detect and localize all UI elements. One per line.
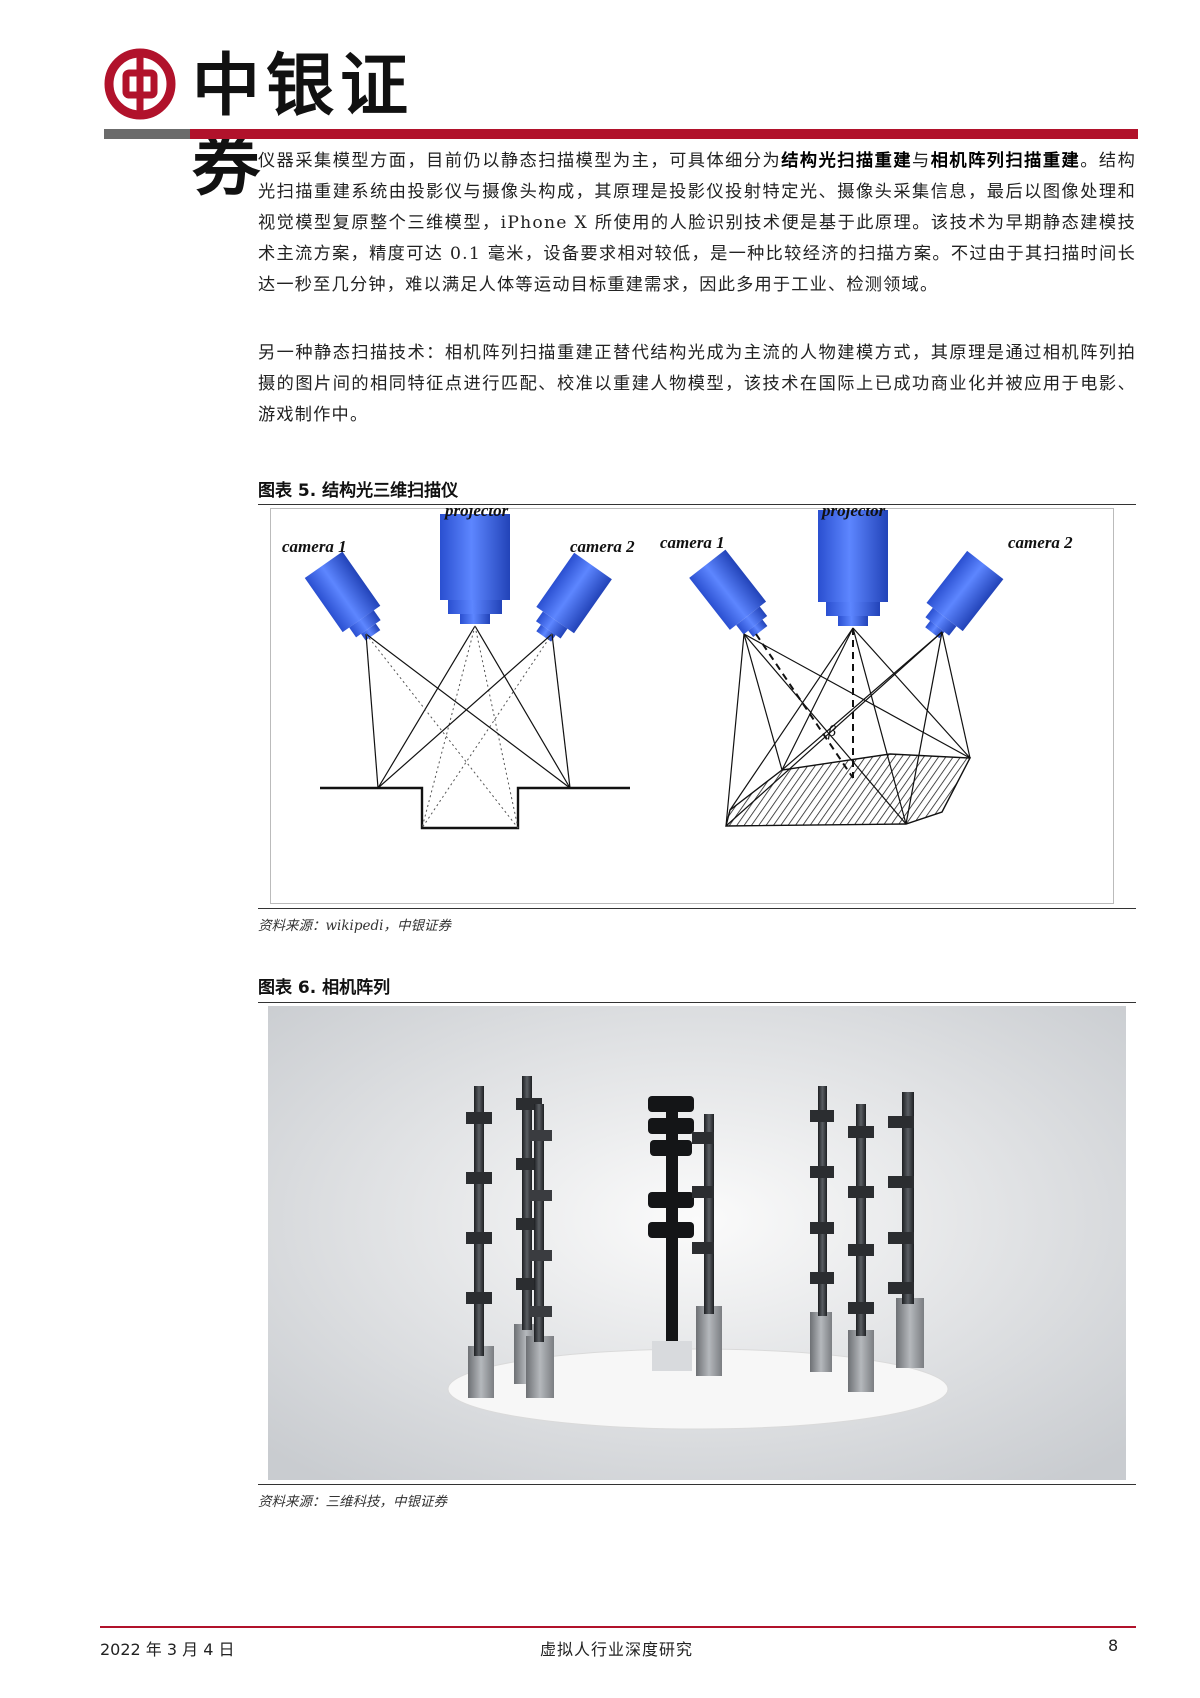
brand-name: 中银证券	[192, 46, 415, 206]
label-camera2-left: camera 2	[570, 537, 635, 556]
footer-doc-title: 虚拟人行业深度研究	[540, 1640, 694, 1659]
label-camera1-right: camera 1	[660, 533, 725, 552]
label-beta-angle: β	[827, 723, 836, 740]
figure6-top-rule	[258, 1002, 1136, 1003]
camera1-body-right	[689, 549, 768, 638]
figure6-title: 图表 6. 相机阵列	[258, 978, 391, 998]
diagram-left: projector camera 1 camera 2	[282, 508, 635, 830]
figure5-top-rule	[258, 504, 1136, 505]
p1-text-d: 。结构光扫描重建系统由投影仪与摄像头构成，其原理是投影仪投射特定光、摄像头采集信…	[258, 151, 1136, 295]
label-camera2-right: camera 2	[1008, 533, 1073, 552]
camera-rig-towers	[466, 1076, 924, 1398]
figure5-source: 资料来源：wikipedi，中银证券	[258, 918, 451, 934]
bank-of-china-logo-icon	[104, 48, 176, 120]
figure6-source: 资料来源：三维科技，中银证券	[258, 1494, 447, 1510]
structured-light-diagram: projector camera 1 camera 2	[270, 508, 1114, 904]
camera2-body-left	[536, 552, 612, 642]
p1-bold-structured-light: 结构光扫描重建	[781, 151, 913, 171]
p1-text-a: 仪器采集模型方面，目前仍以静态扫描模型为主，可具体细分为	[258, 151, 782, 171]
figure6-bottom-rule	[258, 1484, 1136, 1485]
p1-bold-camera-array: 相机阵列扫描重建	[930, 151, 1081, 171]
footer-rule	[100, 1626, 1136, 1628]
header-rule-red	[190, 129, 1138, 139]
figure5-bottom-rule	[258, 908, 1136, 909]
label-projector-right: projector	[820, 508, 886, 520]
figure5-title: 图表 5. 结构光三维扫描仪	[258, 481, 459, 501]
paragraph-structured-light: 仪器采集模型方面，目前仍以静态扫描模型为主，可具体细分为结构光扫描重建与相机阵列…	[258, 146, 1136, 301]
paragraph-camera-array: 另一种静态扫描技术：相机阵列扫描重建正替代结构光成为主流的人物建模方式，其原理是…	[258, 343, 1136, 425]
projector-body-left	[440, 514, 510, 600]
header-brand: 中银证券	[104, 46, 484, 206]
label-camera1-left: camera 1	[282, 537, 347, 556]
footer-date: 2022 年 3 月 4 日	[100, 1640, 235, 1659]
header-rule-gray	[104, 129, 190, 139]
label-projector-left: projector	[443, 508, 509, 520]
camera-array-photo	[268, 1006, 1126, 1480]
projector-body-right	[818, 510, 888, 602]
footer-page-number: 8	[1108, 1636, 1119, 1655]
diagram-right: projector camera 1 camera 2 β	[660, 508, 1073, 827]
p1-text-c: 与	[912, 151, 931, 171]
